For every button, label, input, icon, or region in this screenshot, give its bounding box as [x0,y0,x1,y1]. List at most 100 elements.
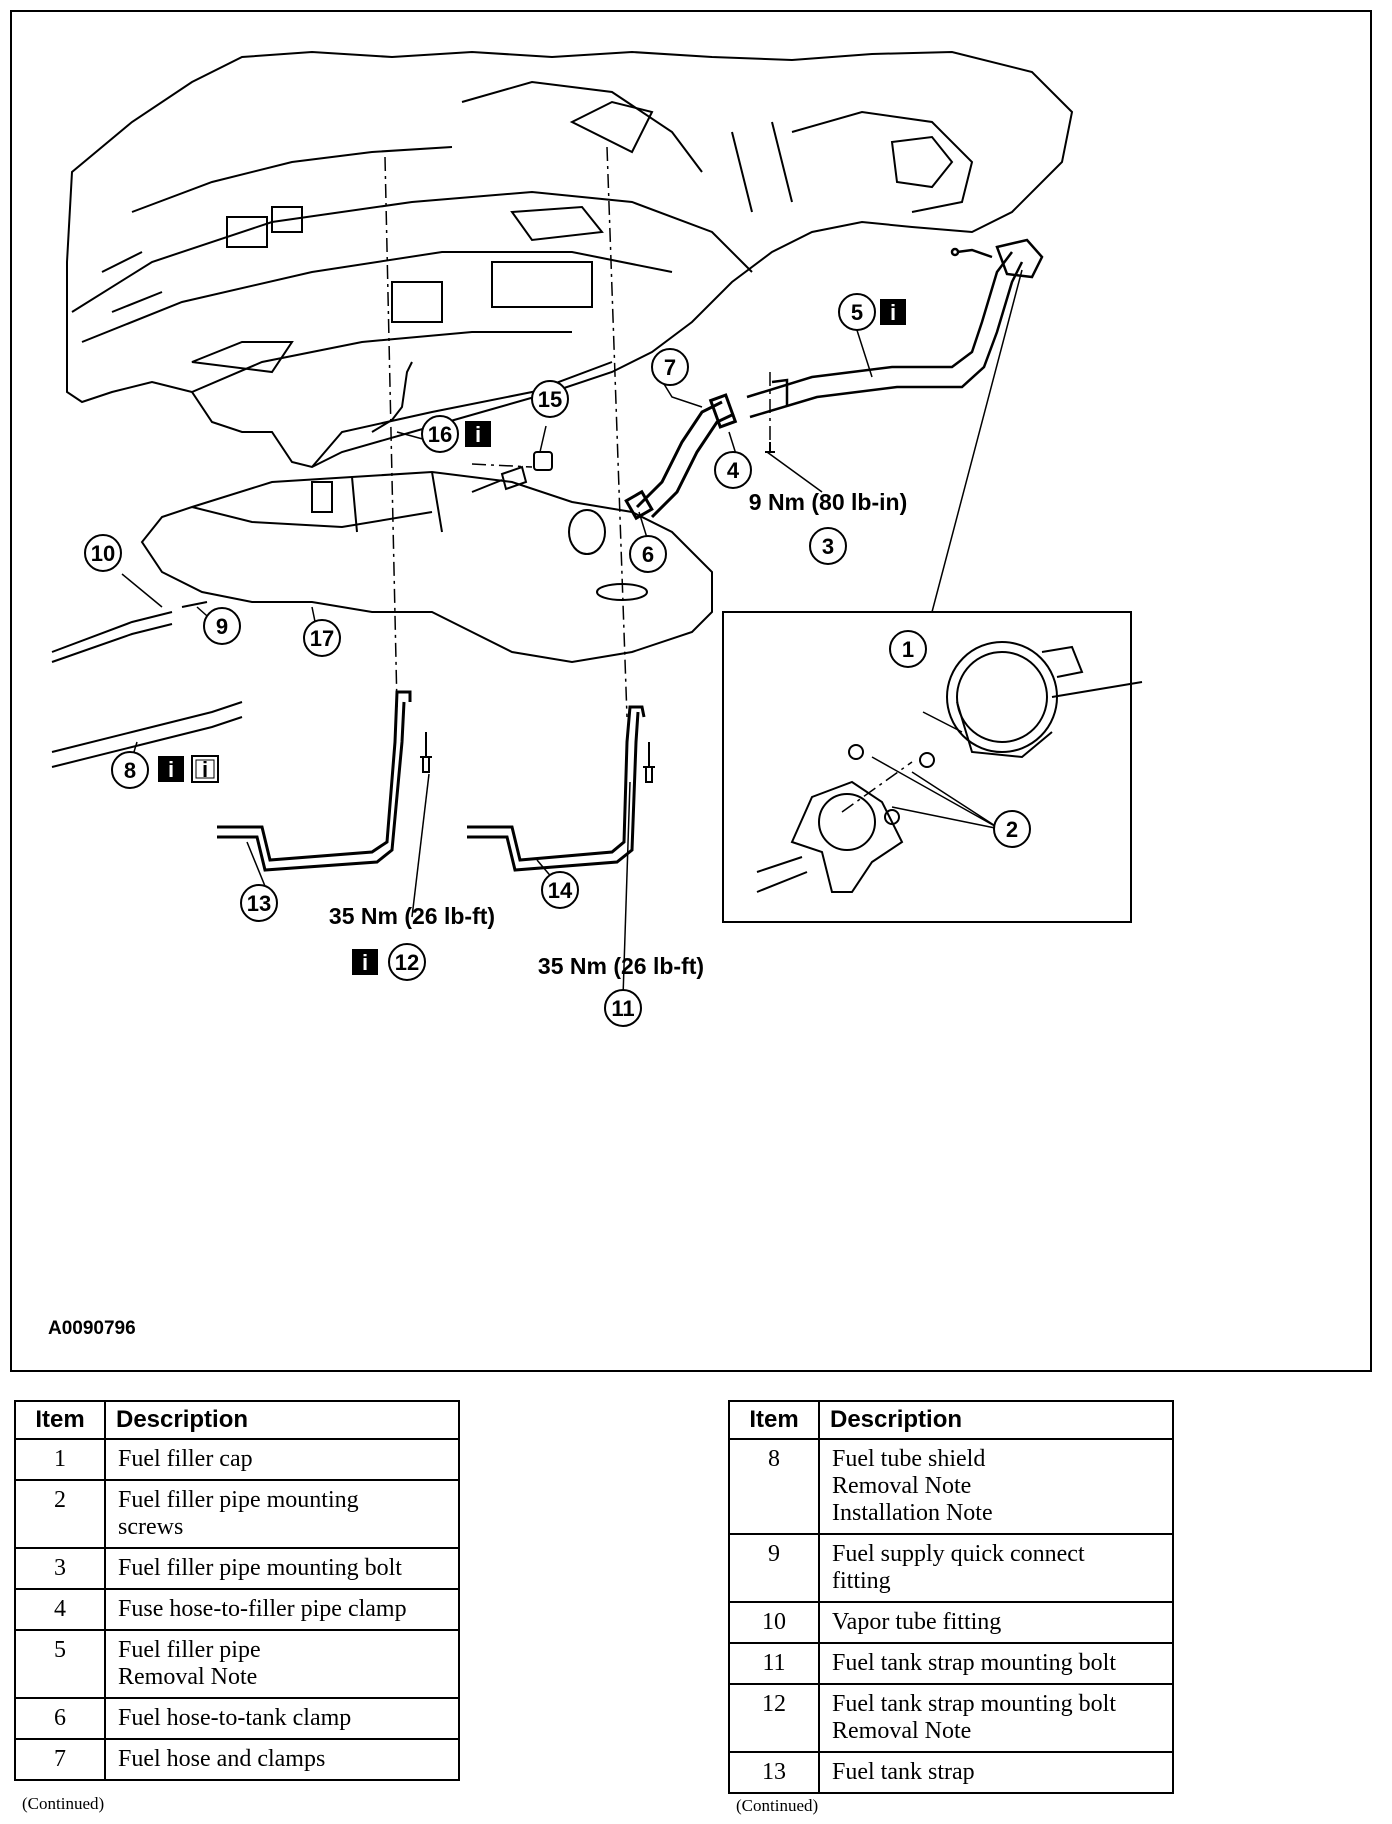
svg-text:i: i [475,422,481,447]
figure-id: A0090796 [48,1318,136,1339]
svg-text:i: i [362,950,368,975]
callout-14: 14 [541,871,579,909]
fuel-lines-illustration [51,601,243,768]
header-description: Description [818,1400,1174,1440]
item-description: Fuel tank strap [818,1751,1174,1794]
item-number: 1 [14,1438,106,1481]
info-icon-16: i [465,421,491,447]
header-description: Description [104,1400,460,1440]
callout-16: 16 [421,415,459,453]
header-item: Item [14,1400,106,1440]
item-number: 3 [14,1547,106,1590]
small-fittings-illustration [371,361,553,493]
table-header-row: Item Description [14,1400,460,1440]
callout-9: 9 [203,607,241,645]
callout-1: 1 [889,630,927,668]
item-number: 9 [728,1533,820,1603]
callout-5: 5 [838,293,876,331]
item-number: 10 [728,1601,820,1644]
callout-15: 15 [531,380,569,418]
svg-text:16: 16 [428,422,452,447]
callout-4: 4 [714,451,752,489]
svg-text:7: 7 [664,355,676,380]
callout-17: 17 [303,619,341,657]
svg-text:1: 1 [902,637,914,662]
inset-detail-box [722,611,1132,923]
item-description: Fuel filler cap [104,1438,460,1481]
callout-2: 2 [993,810,1031,848]
info-icon-5: i [880,299,906,325]
callout-10: 10 [84,534,122,572]
vehicle-underbody-illustration [66,50,1074,469]
fuel-tank-straps-illustration [217,690,646,872]
svg-text:2: 2 [1006,817,1018,842]
item-number: 11 [728,1642,820,1685]
header-item: Item [728,1400,820,1440]
callout-markers: 1 2 3 4 5 6 7 8 9 10 11 12 13 14 15 16 1… [84,293,1031,1027]
table-header-row: Item Description [728,1400,1174,1440]
continued-note-right: (Continued) [736,1796,819,1815]
fuel-filler-cap-detail [756,641,1143,893]
callout-12: 12 [388,943,426,981]
item-description: Vapor tube fitting [818,1601,1174,1644]
item-number: 12 [728,1683,820,1753]
item-description: Fuel hose and clamps [104,1738,460,1781]
svg-text:i: i [890,300,896,325]
svg-text:13: 13 [247,891,271,916]
item-number: 13 [728,1751,820,1794]
callout-3: 3 [809,527,847,565]
svg-text:6: 6 [642,542,654,567]
fuel-filler-pipe-illustration [746,238,1044,419]
diagram-frame: 1 2 3 4 5 6 7 8 9 10 11 12 13 14 15 16 1… [10,10,1372,1372]
torque-label-3: 9 Nm (80 lb-in) [749,489,907,515]
item-number: 4 [14,1588,106,1631]
item-number: 7 [14,1738,106,1781]
svg-text:10: 10 [91,541,115,566]
callout-13: 13 [240,884,278,922]
info-icons: i i i i i [158,299,906,975]
alignment-lines [384,146,913,813]
svg-text:9: 9 [216,614,228,639]
svg-text:11: 11 [611,996,634,1021]
svg-text:3: 3 [822,534,834,559]
svg-text:15: 15 [538,387,562,412]
torque-label-12: 35 Nm (26 lb-ft) [329,903,495,929]
svg-text:i: i [202,757,208,782]
item-number: 5 [14,1629,106,1699]
continued-note-left: (Continued) [22,1794,105,1813]
item-description: Fuel filler pipe mounting bolt [104,1547,460,1590]
svg-text:17: 17 [310,626,334,651]
strap-bolts-illustration [420,442,775,783]
info-icon-12: i [352,949,378,975]
item-number: 8 [728,1438,820,1535]
callout-11: 11 [604,989,642,1027]
callout-6: 6 [629,535,667,573]
fuel-hose-illustration [624,393,738,521]
item-description: Fuel hose-to-tank clamp [104,1697,460,1740]
svg-text:i: i [168,757,174,782]
svg-text:8: 8 [124,758,136,783]
item-number: 6 [14,1697,106,1740]
item-description: Fuel tank strap mounting bolt [818,1642,1174,1685]
item-number: 2 [14,1479,106,1549]
